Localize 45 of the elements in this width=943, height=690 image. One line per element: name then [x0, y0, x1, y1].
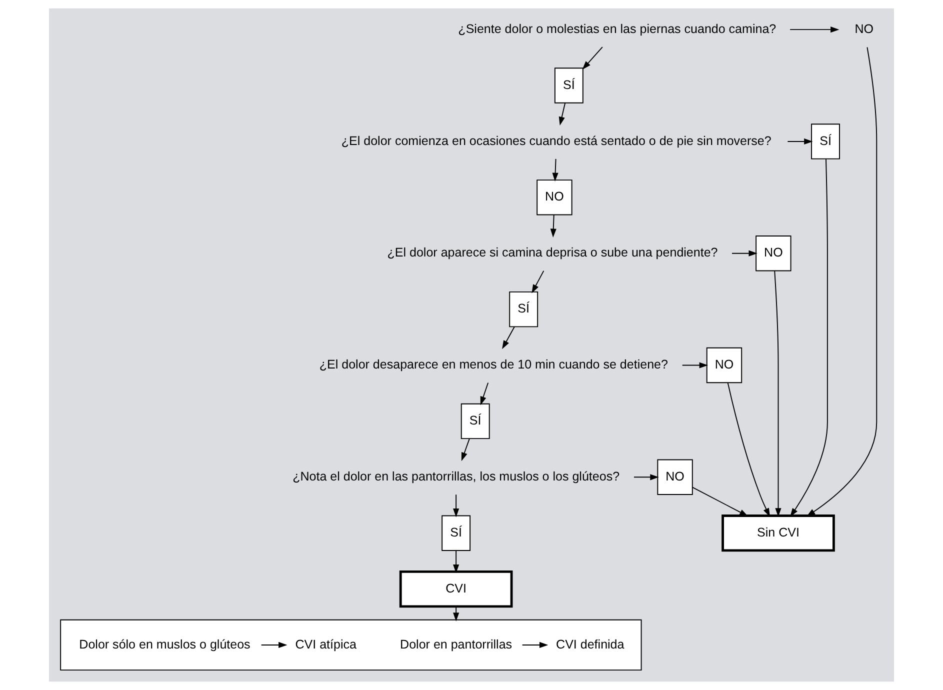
node-box: SÍ	[442, 515, 471, 551]
node-box: SÍ	[811, 124, 840, 160]
arrow	[806, 46, 878, 516]
node-text: NO	[854, 22, 874, 36]
node-text: ¿El dolor desaparece en menos de 10 min cuando se detiene?	[319, 358, 668, 372]
node-text: ¿Siente dolor o molestias en las piernas cuando camina?	[458, 22, 776, 36]
arrow	[732, 250, 758, 256]
arrow	[461, 438, 470, 462]
arrow	[790, 158, 828, 517]
node-text: ¿El dolor comienza en ocasiones cuando está sentado o de pie sin moverse?	[341, 134, 772, 148]
arrow	[522, 642, 548, 648]
node-box: SÍ	[509, 291, 538, 328]
cluster	[60, 619, 642, 671]
arrow	[634, 474, 659, 480]
arrow	[260, 642, 288, 648]
node-box: NO	[657, 459, 693, 495]
node-text: CVI definida	[556, 637, 624, 652]
node-box: NO	[756, 236, 792, 272]
arrow	[787, 138, 813, 145]
node-box: CVI	[399, 570, 513, 608]
node-text: Dolor sólo en muslos o glúteos	[79, 637, 250, 652]
arrow	[550, 214, 556, 238]
arrow	[502, 326, 515, 350]
arrow	[682, 362, 708, 368]
arrow	[790, 26, 840, 33]
node-box: NO	[706, 347, 742, 384]
arrow	[582, 46, 603, 70]
node-box: SÍ	[460, 403, 490, 440]
node-box: SÍ	[554, 68, 584, 104]
arrow	[552, 158, 558, 182]
arrow	[774, 270, 782, 517]
node-box: Sin CVI	[722, 514, 835, 552]
arrow	[558, 102, 566, 126]
arrow	[453, 606, 460, 622]
node-text: Dolor en pantorrillas	[400, 637, 512, 652]
node-text: CVI atípica	[295, 637, 356, 652]
node-text: ¿El dolor aparece si camina deprisa o sube una pendiente?	[387, 246, 718, 260]
arrow	[532, 270, 544, 294]
arrow	[480, 382, 489, 406]
node-box: NO	[536, 180, 572, 216]
arrow	[692, 486, 748, 516]
arrow	[453, 494, 460, 518]
node-text: ¿Nota el dolor en las pantorrillas, los muslos o los glúteos?	[292, 469, 620, 484]
arrow	[453, 550, 460, 574]
arrow	[727, 382, 770, 517]
